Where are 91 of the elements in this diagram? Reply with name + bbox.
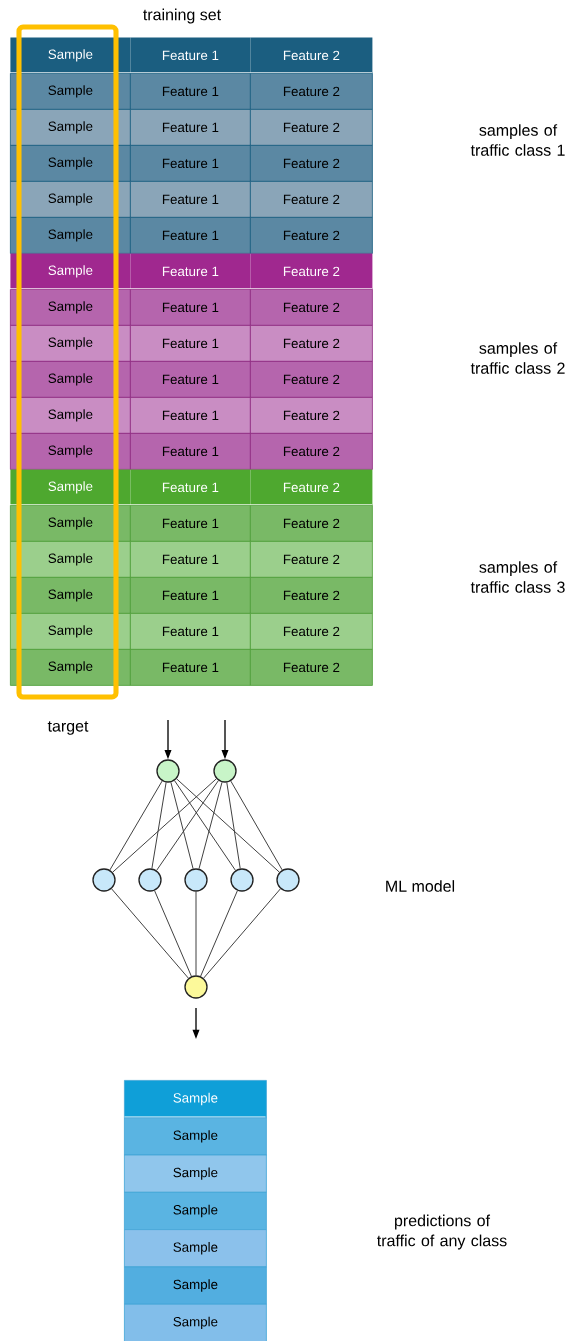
header-cell: Sample xyxy=(10,253,131,290)
header-cell: Feature 1 xyxy=(130,37,251,74)
table-cell: Sample xyxy=(10,325,131,362)
model-label: ML model xyxy=(386,880,455,892)
table-cell: Sample xyxy=(10,397,131,434)
table-cell: Sample xyxy=(10,181,131,218)
neuron-circle xyxy=(184,868,208,892)
connection-line xyxy=(154,890,192,977)
table-cell: Feature 1 xyxy=(130,325,251,362)
table-cell: Feature 2 xyxy=(250,577,373,614)
table-cell: Sample xyxy=(10,145,131,182)
header-cell: Sample xyxy=(10,469,131,506)
table-cell: Feature 2 xyxy=(250,541,373,578)
table-cell: Feature 2 xyxy=(250,433,373,470)
connection-line xyxy=(200,890,238,977)
table-cell: Sample xyxy=(10,613,131,650)
table-title: training set xyxy=(143,8,221,24)
table-cell: Feature 2 xyxy=(250,145,373,182)
table-cell: Feature 1 xyxy=(130,361,251,398)
header-cell: Sample xyxy=(10,37,131,74)
header-cell: Feature 2 xyxy=(250,469,373,506)
table-cell: Sample xyxy=(10,505,131,542)
connection-line xyxy=(195,891,197,976)
table-cell: Feature 2 xyxy=(250,289,373,326)
connection-line xyxy=(112,778,217,873)
table-cell: Sample xyxy=(10,577,131,614)
table-cell: Feature 1 xyxy=(130,145,251,182)
table-cell: Feature 1 xyxy=(130,649,251,686)
connection-line xyxy=(111,888,189,979)
neuron-circle xyxy=(276,868,300,892)
table-cell: Feature 1 xyxy=(130,289,251,326)
table-cell: Feature 1 xyxy=(130,541,251,578)
table-cell: Sample xyxy=(10,109,131,146)
table-cell: Feature 2 xyxy=(250,649,373,686)
table-cell: Sample xyxy=(124,1191,267,1230)
connection-line xyxy=(230,780,283,871)
table-cell: Feature 1 xyxy=(130,73,251,110)
table-cell: Sample xyxy=(10,217,131,254)
table-cell: Feature 1 xyxy=(130,577,251,614)
table-cell: Feature 2 xyxy=(250,397,373,434)
connection-line xyxy=(226,782,241,869)
class-label: samples of traffic class 3 xyxy=(470,561,565,593)
table-cell: Feature 2 xyxy=(250,73,373,110)
header-cell: Sample xyxy=(124,1080,267,1119)
connection-line xyxy=(176,778,280,873)
table-cell: Sample xyxy=(124,1229,267,1268)
connection-line xyxy=(198,781,223,870)
table-cell: Feature 2 xyxy=(250,505,373,542)
table-cell: Feature 1 xyxy=(130,433,251,470)
table-cell: Feature 2 xyxy=(250,181,373,218)
connection-line xyxy=(109,780,163,871)
table-cell: Feature 1 xyxy=(130,217,251,254)
table-cell: Feature 1 xyxy=(130,181,251,218)
table-cell: Sample xyxy=(124,1303,267,1341)
table-cell: Sample xyxy=(124,1154,267,1193)
table-cell: Sample xyxy=(10,73,131,110)
table-cell: Sample xyxy=(10,649,131,686)
header-cell: Feature 2 xyxy=(250,253,373,290)
header-cell: Feature 1 xyxy=(130,469,251,506)
table-cell: Sample xyxy=(10,361,131,398)
table-cell: Feature 2 xyxy=(250,217,373,254)
table-cell: Feature 2 xyxy=(250,325,373,362)
header-cell: Feature 2 xyxy=(250,37,373,74)
neuron-circle xyxy=(213,759,237,783)
table-cell: Sample xyxy=(10,433,131,470)
header-cell: Feature 1 xyxy=(130,253,251,290)
neuron-circle xyxy=(230,868,254,892)
table-cell: Feature 2 xyxy=(250,361,373,398)
connection-line xyxy=(151,782,167,869)
neuron-circle xyxy=(92,868,116,892)
table-cell: Feature 1 xyxy=(130,109,251,146)
neuron-circle xyxy=(138,868,162,892)
target-label: target xyxy=(47,721,89,735)
class-label: samples of traffic class 2 xyxy=(470,342,565,374)
table-cell: Sample xyxy=(124,1266,267,1305)
prediction-label: predictions of traffic of any class xyxy=(377,1214,507,1250)
table-cell: Sample xyxy=(10,289,131,326)
table-cell: Feature 2 xyxy=(250,613,373,650)
connection-line xyxy=(170,781,194,870)
class-label: samples of traffic class 1 xyxy=(470,124,565,156)
neuron-circle xyxy=(184,975,208,999)
table-cell: Sample xyxy=(10,541,131,578)
connection-line xyxy=(174,780,236,871)
neuron-circle xyxy=(156,759,180,783)
connection-line xyxy=(156,780,219,871)
table-cell: Feature 1 xyxy=(130,613,251,650)
table-cell: Feature 1 xyxy=(130,397,251,434)
table-cell: Sample xyxy=(124,1117,267,1156)
table-cell: Feature 1 xyxy=(130,505,251,542)
table-cell: Feature 2 xyxy=(250,109,373,146)
connection-line xyxy=(203,888,281,979)
